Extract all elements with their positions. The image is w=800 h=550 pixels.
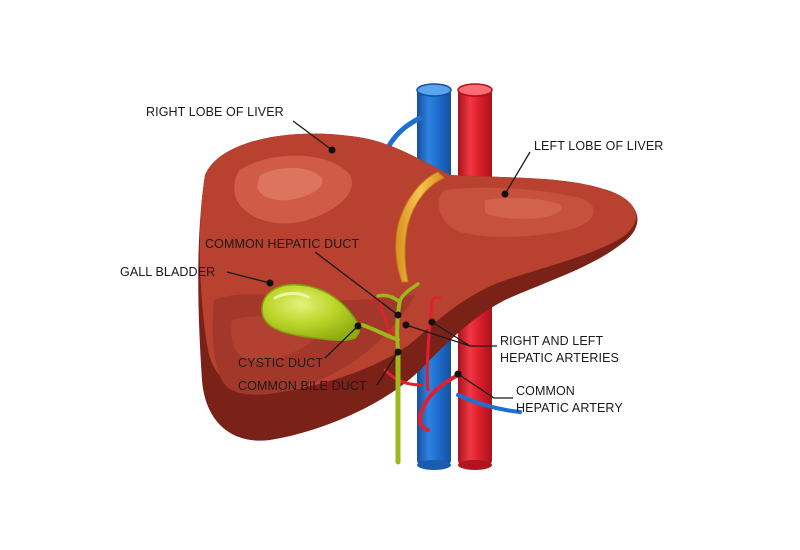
label-common-bile-duct: COMMON BILE DUCT (238, 379, 367, 393)
label-common-hepatic-artery-1: COMMON (516, 384, 575, 398)
labels: RIGHT LOBE OF LIVER LEFT LOBE OF LIVER C… (120, 105, 663, 415)
portal-vein (456, 393, 522, 414)
leader-lines (226, 120, 531, 399)
hepatic-arteries (371, 296, 460, 432)
label-hepatic-arteries-2: HEPATIC ARTERIES (500, 351, 619, 365)
label-gall-bladder: GALL BLADDER (120, 265, 215, 279)
falciform-ligament (395, 171, 445, 283)
leader-dots (266, 146, 509, 378)
label-common-hepatic-artery-2: HEPATIC ARTERY (516, 401, 623, 415)
gallbladder (261, 283, 360, 342)
label-cystic-duct: CYSTIC DUCT (238, 356, 323, 370)
label-hepatic-arteries-1: RIGHT AND LEFT (500, 334, 604, 348)
label-common-hepatic-duct: COMMON HEPATIC DUCT (205, 237, 359, 251)
bile-ducts (360, 282, 420, 465)
label-right-lobe: RIGHT LOBE OF LIVER (146, 105, 284, 119)
label-left-lobe: LEFT LOBE OF LIVER (534, 139, 663, 153)
